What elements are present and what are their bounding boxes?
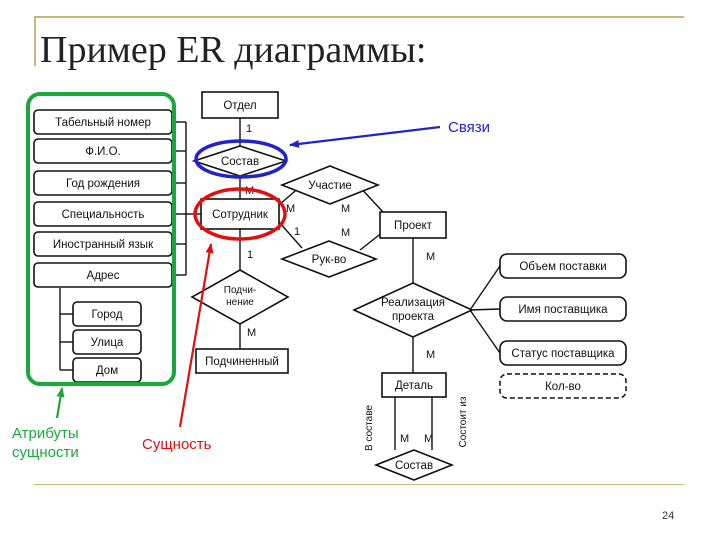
svg-text:Деталь: Деталь: [395, 380, 433, 392]
svg-text:Год рождения: Год рождения: [66, 178, 140, 190]
svg-text:М: М: [426, 349, 435, 361]
relationship-participation: Участие: [279, 165, 381, 205]
frame-left-line: [34, 16, 36, 66]
svg-text:М: М: [286, 203, 295, 215]
entity-arrow: [178, 243, 214, 428]
svg-text:Ф.И.О.: Ф.И.О.: [85, 146, 121, 158]
svg-text:Состав: Состав: [395, 460, 433, 472]
svg-text:Рук-во: Рук-во: [312, 254, 347, 266]
frame-top-line: [34, 16, 684, 18]
svg-text:проекта: проекта: [392, 311, 435, 323]
svg-text:Участие: Участие: [308, 180, 352, 192]
entity-highlight-ellipse: [193, 187, 287, 241]
entity-part: Деталь: [381, 372, 447, 398]
entity-department: Отдел: [201, 91, 279, 119]
svg-text:Подчиненный: Подчиненный: [205, 356, 279, 368]
relationship-composition: Состав: [191, 145, 289, 177]
attribute-birth-year: Год рождения: [33, 170, 173, 196]
relationship-implementation: Реализация проекта: [352, 282, 474, 338]
svg-text:Реализация: Реализация: [381, 297, 445, 309]
entity-employee: Сотрудник: [200, 198, 280, 230]
attribute-house: Дом: [72, 357, 142, 383]
attribute-city: Город: [72, 301, 142, 327]
relationship-leadership: Рук-во: [279, 240, 379, 278]
page-number: 24: [662, 510, 675, 522]
svg-text:М: М: [400, 433, 409, 445]
svg-text:Адрес: Адрес: [87, 270, 120, 282]
links-highlight-ellipse: [194, 139, 288, 179]
attribute-address: Адрес: [33, 262, 173, 288]
svg-text:М: М: [341, 203, 350, 215]
relation-attribute-supply-volume: Объем поставки: [499, 253, 627, 279]
svg-text:Проект: Проект: [394, 220, 433, 232]
svg-text:Специальность: Специальность: [62, 209, 145, 221]
svg-text:1: 1: [294, 226, 300, 238]
svg-text:М: М: [341, 227, 350, 239]
svg-text:Отдел: Отдел: [223, 100, 256, 112]
relation-attribute-quantity: Кол-во: [499, 373, 627, 399]
slide-title: Пример ER диаграммы:: [40, 29, 427, 71]
attributes-annotation-line2: сущности: [12, 444, 79, 461]
svg-text:М: М: [426, 251, 435, 263]
svg-text:Табельный номер: Табельный номер: [55, 117, 151, 129]
attribute-language: Иностранный язык: [33, 231, 173, 257]
attribute-specialty: Специальность: [33, 201, 173, 227]
links-annotation: Связи: [448, 119, 490, 136]
svg-text:нение: нение: [226, 297, 254, 308]
attributes-annotation-line1: Атрибуты: [12, 425, 79, 442]
label-consists-of: Состоит из: [458, 396, 469, 447]
entity-annotation: Сущность: [142, 436, 212, 453]
svg-text:Город: Город: [91, 309, 122, 321]
relationship-part-composition: Состав: [373, 449, 455, 481]
svg-text:Сотрудник: Сотрудник: [212, 209, 269, 221]
svg-text:Иностранный язык: Иностранный язык: [53, 239, 154, 251]
entity-project: Проект: [379, 211, 447, 239]
relation-attribute-supplier-name: Имя поставщика: [499, 296, 627, 322]
entity-subordinate: Подчиненный: [195, 348, 289, 374]
svg-text:1: 1: [246, 123, 252, 135]
svg-text:М: М: [424, 433, 433, 445]
links-arrow: [289, 125, 441, 148]
svg-text:Состав: Состав: [221, 156, 259, 168]
label-in-composition: В составе: [364, 405, 375, 451]
svg-text:М: М: [247, 327, 256, 339]
svg-text:1: 1: [247, 249, 253, 261]
svg-text:Улица: Улица: [91, 337, 124, 349]
svg-text:Объем поставки: Объем поставки: [519, 261, 606, 273]
svg-text:Кол-во: Кол-во: [545, 381, 581, 393]
svg-text:Статус поставщика: Статус поставщика: [511, 348, 615, 360]
frame-bottom-line: [34, 484, 684, 485]
svg-text:Имя поставщика: Имя поставщика: [518, 304, 608, 316]
relation-attribute-supplier-status: Статус поставщика: [499, 340, 627, 366]
svg-text:Дом: Дом: [96, 365, 118, 377]
attributes-arrow: [55, 387, 65, 419]
relationship-subordination: Подчи- нение: [190, 269, 290, 325]
attributes-highlight-frame: [26, 92, 176, 386]
attribute-street: Улица: [72, 329, 142, 355]
svg-text:Подчи-: Подчи-: [224, 285, 257, 296]
attribute-tab-number: Табельный номер: [33, 109, 173, 135]
attribute-fio: Ф.И.О.: [33, 138, 173, 164]
